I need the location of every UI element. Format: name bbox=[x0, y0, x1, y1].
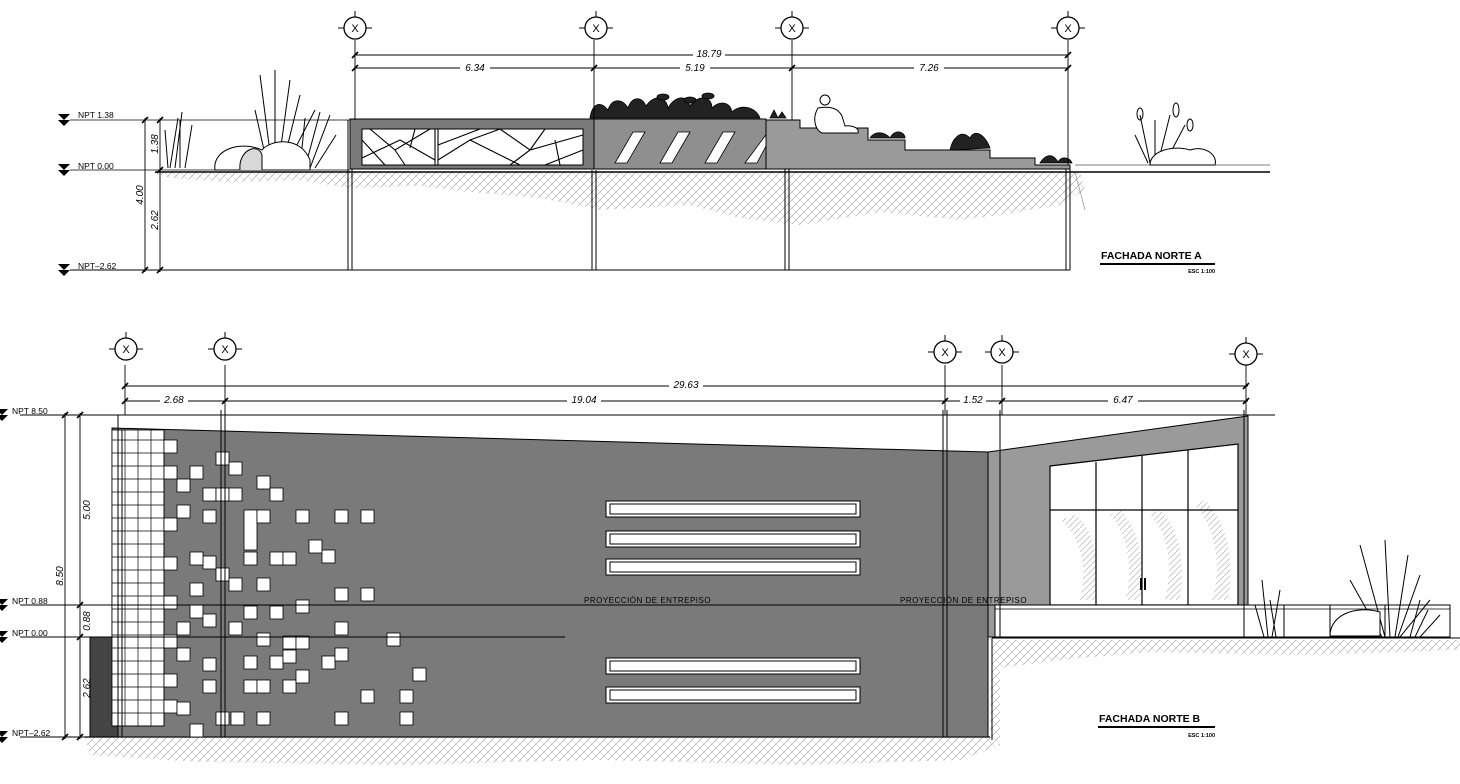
level-npt-0-88: NPT 0.88 bbox=[12, 596, 48, 606]
axis-label-a4: X bbox=[1064, 23, 1072, 35]
level-npt-8-50: NPT 8.50 bbox=[12, 406, 48, 416]
axis-label-a2: X bbox=[592, 23, 600, 35]
vdim-upper-a: 1.38 bbox=[150, 134, 161, 154]
level-npt-neg-2-62-a: NPT–2.62 bbox=[78, 261, 117, 271]
scale-a: ESC 1:100 bbox=[1188, 269, 1215, 275]
axis-label-a1: X bbox=[351, 23, 359, 35]
dim-total-a: 18.79 bbox=[696, 49, 721, 60]
projection-label-2: PROYECCIÓN DE ENTREPISO bbox=[900, 596, 1027, 605]
terrace-railing bbox=[994, 604, 1451, 638]
curtain-wall-hatch bbox=[1060, 500, 1231, 600]
axis-label-a3: X bbox=[788, 23, 796, 35]
axis-label-b1: X bbox=[122, 344, 130, 356]
elevation-b: PROYECCIÓN DE ENTREPISO PROYECCIÓN DE EN… bbox=[0, 331, 1460, 765]
axis-label-b2: X bbox=[221, 344, 229, 356]
dim-seg3-b: 1.52 bbox=[963, 395, 983, 406]
vdim-mid-b: 0.88 bbox=[82, 611, 93, 631]
axis-label-b4: X bbox=[998, 347, 1006, 359]
dim-seg2-a: 5.19 bbox=[685, 63, 705, 74]
facade-scattered-openings bbox=[163, 439, 427, 738]
dim-seg1-a: 6.34 bbox=[465, 63, 485, 74]
vdim-lower-b: 2.62 bbox=[82, 678, 93, 699]
elevation-a: X X X X 18.79 6.34 5.19 7.26 NPT 1.38 NP… bbox=[58, 10, 1270, 276]
soil-hatch-a bbox=[150, 172, 1085, 225]
seated-person bbox=[814, 94, 859, 134]
right-landscape bbox=[1134, 102, 1216, 166]
axis-label-b3: X bbox=[941, 347, 949, 359]
dim-seg1-b: 2.68 bbox=[163, 395, 184, 406]
scale-b: ESC 1:100 bbox=[1188, 733, 1215, 739]
dim-seg2-b: 19.04 bbox=[571, 395, 596, 406]
vdim-total-b: 8.50 bbox=[55, 566, 66, 586]
rooftop-vegetation bbox=[589, 92, 1073, 164]
vdim-upper-b: 5.00 bbox=[82, 500, 93, 520]
level-npt-0-00-a: NPT 0.00 bbox=[78, 161, 114, 171]
soil-hatch-b bbox=[85, 640, 1460, 765]
dim-total-b: 29.63 bbox=[672, 380, 698, 391]
vdim-total-a: 4.00 bbox=[135, 185, 146, 205]
terrace-vegetation bbox=[1254, 539, 1441, 638]
vdim-lower-a: 2.62 bbox=[150, 210, 161, 231]
level-npt-1-38: NPT 1.38 bbox=[78, 110, 114, 120]
title-fachada-norte-b: FACHADA NORTE B bbox=[1099, 713, 1201, 725]
projection-label-1: PROYECCIÓN DE ENTREPISO bbox=[584, 596, 711, 605]
dim-seg4-b: 6.47 bbox=[1113, 395, 1133, 406]
level-npt-neg-2-62-b: NPT–2.62 bbox=[12, 728, 51, 738]
horizontal-slot-windows bbox=[605, 500, 861, 704]
level-npt-0-00-b: NPT 0.00 bbox=[12, 628, 48, 638]
stepped-volume bbox=[765, 119, 1071, 170]
dim-seg3-a: 7.26 bbox=[919, 63, 939, 74]
left-landscape bbox=[164, 70, 337, 171]
title-fachada-norte-a: FACHADA NORTE A bbox=[1101, 250, 1202, 262]
axis-label-b5: X bbox=[1242, 349, 1250, 361]
